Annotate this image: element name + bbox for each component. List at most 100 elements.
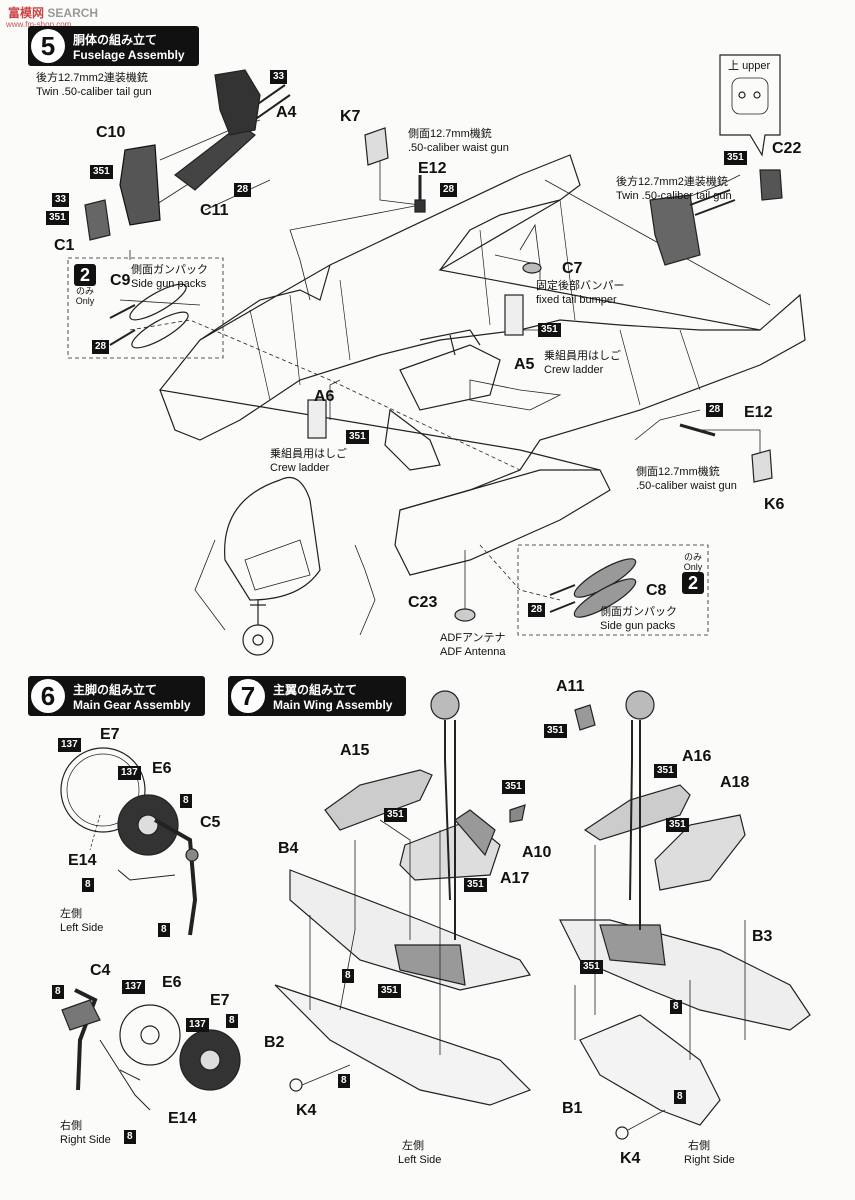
note-adf-jp: ADFアンテナ: [440, 632, 506, 644]
part-e7-a: E7: [100, 726, 120, 743]
color-badge: 351: [724, 151, 747, 165]
part-a6: A6: [314, 388, 335, 405]
step-title-en: Main Gear Assembly: [73, 697, 191, 712]
step-5-header: 5 胴体の組み立て Fuselage Assembly: [28, 26, 199, 66]
part-e12-a: E12: [418, 160, 447, 177]
step-title-jp: 胴体の組み立て: [73, 32, 158, 47]
part-c11: C11: [200, 202, 229, 219]
color-badge: 351: [464, 878, 487, 892]
color-badge: 28: [528, 603, 546, 617]
note-right2-jp: 右側: [688, 1140, 710, 1152]
part-a16: A16: [682, 748, 712, 765]
part-a11: A11: [556, 678, 585, 695]
step-number: 7: [231, 679, 265, 713]
step-title-jp: 主翼の組み立て: [273, 682, 358, 697]
color-badge: 351: [544, 724, 567, 738]
note-gunpack-jp: 側面ガンパック: [131, 264, 208, 276]
part-a5: A5: [514, 356, 535, 373]
part-c10: C10: [96, 124, 126, 141]
color-badge: 351: [538, 323, 561, 337]
color-badge: 28: [92, 340, 110, 354]
note-tail-gun-en: Twin .50-caliber tail gun: [36, 86, 152, 98]
part-c7: C7: [562, 260, 583, 277]
part-k6: K6: [764, 496, 785, 513]
note-right-jp: 右側: [60, 1120, 82, 1132]
part-c5: C5: [200, 814, 221, 831]
note-right2-en: Right Side: [684, 1154, 735, 1166]
note-waist-gun2-jp: 側面12.7mm機銃: [636, 466, 720, 478]
step-title-en: Fuselage Assembly: [73, 47, 185, 62]
part-a4: A4: [276, 104, 297, 121]
note-tail-gun2-jp: 後方12.7mm2連装機銃: [616, 176, 728, 188]
note-right-en: Right Side: [60, 1134, 111, 1146]
step-title-en: Main Wing Assembly: [273, 697, 393, 712]
note-tail-gun2-en: Twin .50-caliber tail gun: [616, 190, 732, 202]
part-a10: A10: [522, 844, 552, 861]
step-number: 6: [31, 679, 65, 713]
part-e7-b: E7: [210, 992, 230, 1009]
part-e14-a: E14: [68, 852, 97, 869]
part-c1: C1: [54, 237, 75, 254]
color-badge: 351: [384, 808, 407, 822]
part-e14-b: E14: [168, 1110, 197, 1127]
color-badge: 8: [342, 969, 354, 983]
color-badge: 8: [338, 1074, 350, 1088]
part-c23: C23: [408, 594, 438, 611]
part-e6-a: E6: [152, 760, 172, 777]
note-bumper-jp: 固定後部バンパー: [536, 280, 625, 292]
note-ladder2-en: Crew ladder: [270, 462, 330, 474]
note-ladder-en: Crew ladder: [544, 364, 604, 376]
note-gunpack2-jp: 側面ガンパック: [600, 606, 677, 618]
note-left-jp: 左側: [60, 908, 82, 920]
color-badge: 351: [666, 818, 689, 832]
note-left2-en: Left Side: [398, 1154, 442, 1166]
color-badge: 8: [52, 985, 64, 999]
part-e12-b: E12: [744, 404, 773, 421]
part-b4: B4: [278, 840, 299, 857]
color-badge: 8: [670, 1000, 682, 1014]
color-badge: 351: [90, 165, 113, 179]
part-b2: B2: [264, 1034, 285, 1051]
color-badge: 28: [234, 183, 252, 197]
color-badge: 137: [118, 766, 141, 780]
part-k4-a: K4: [296, 1102, 317, 1119]
watermark-logo: 富模网 SEARCH: [8, 6, 99, 20]
color-badge: 28: [706, 403, 724, 417]
color-badge: 8: [124, 1130, 136, 1144]
step-6-header: 6 主脚の組み立て Main Gear Assembly: [28, 676, 205, 716]
color-badge: 351: [378, 984, 401, 998]
note-left2-jp: 左側: [402, 1140, 424, 1152]
note-waist-gun2-en: .50-caliber waist gun: [636, 480, 737, 492]
color-badge: 351: [654, 764, 677, 778]
part-b3: B3: [752, 928, 773, 945]
step-number: 5: [31, 29, 65, 63]
color-badge: 137: [58, 738, 81, 752]
note-left-en: Left Side: [60, 922, 104, 934]
color-badge: 28: [440, 183, 458, 197]
color-badge: 8: [674, 1090, 686, 1104]
note-upper: 上 upper: [728, 60, 771, 72]
part-c22: C22: [772, 140, 802, 157]
note-gunpack-en: Side gun packs: [131, 278, 207, 290]
part-k7: K7: [340, 108, 361, 125]
note-adf-en: ADF Antenna: [440, 646, 506, 658]
note-waist-gun-jp: 側面12.7mm機銃: [408, 128, 492, 140]
part-k4-b: K4: [620, 1150, 641, 1167]
color-badge: 8: [158, 923, 170, 937]
note-ladder-jp: 乗組員用はしご: [544, 350, 621, 362]
note-bumper-en: fixed tail bumper: [536, 294, 617, 306]
color-badge: 33: [52, 193, 70, 207]
color-badge: 8: [82, 878, 94, 892]
color-badge: 33: [270, 70, 288, 84]
color-badge: 8: [180, 794, 192, 808]
part-c8: C8: [646, 582, 667, 599]
color-badge: 137: [122, 980, 145, 994]
part-a18: A18: [720, 774, 750, 791]
color-badge: 351: [502, 780, 525, 794]
note-ladder2-jp: 乗組員用はしご: [270, 448, 347, 460]
step-title-jp: 主脚の組み立て: [73, 682, 158, 697]
color-badge: 137: [186, 1018, 209, 1032]
note-gunpack2-en: Side gun packs: [600, 620, 676, 632]
